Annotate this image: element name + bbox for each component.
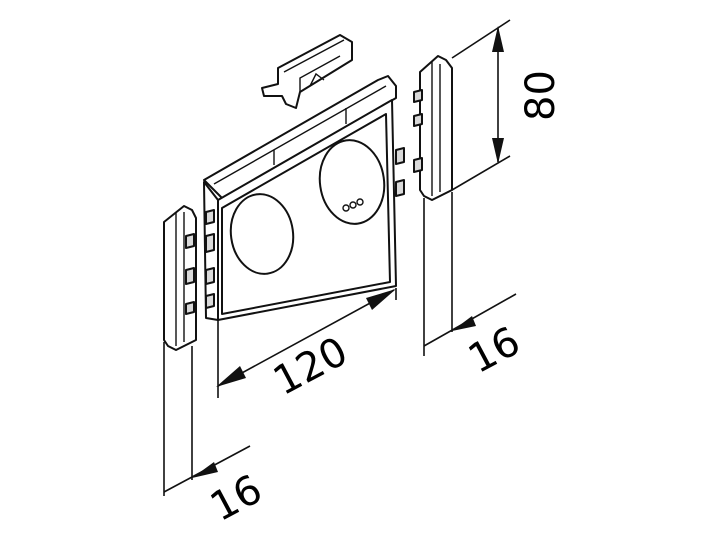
- dim-label-16-right: 16: [461, 318, 528, 383]
- dimension-120: 120: [216, 288, 397, 405]
- dim-label-80: 80: [518, 70, 564, 121]
- dim-label-120: 120: [266, 328, 355, 404]
- dim-label-16-left: 16: [203, 466, 270, 531]
- top-clip: [261, 34, 353, 109]
- socket-left-icon: [229, 193, 295, 275]
- dimension-80: 80: [451, 19, 564, 191]
- dimension-16-right: 16: [423, 192, 528, 383]
- end-piece-right: [413, 55, 453, 201]
- main-frame: [203, 75, 405, 321]
- socket-right-icon: [318, 139, 386, 225]
- dimension-16-left: 16: [163, 342, 270, 531]
- end-piece-left: [163, 205, 197, 351]
